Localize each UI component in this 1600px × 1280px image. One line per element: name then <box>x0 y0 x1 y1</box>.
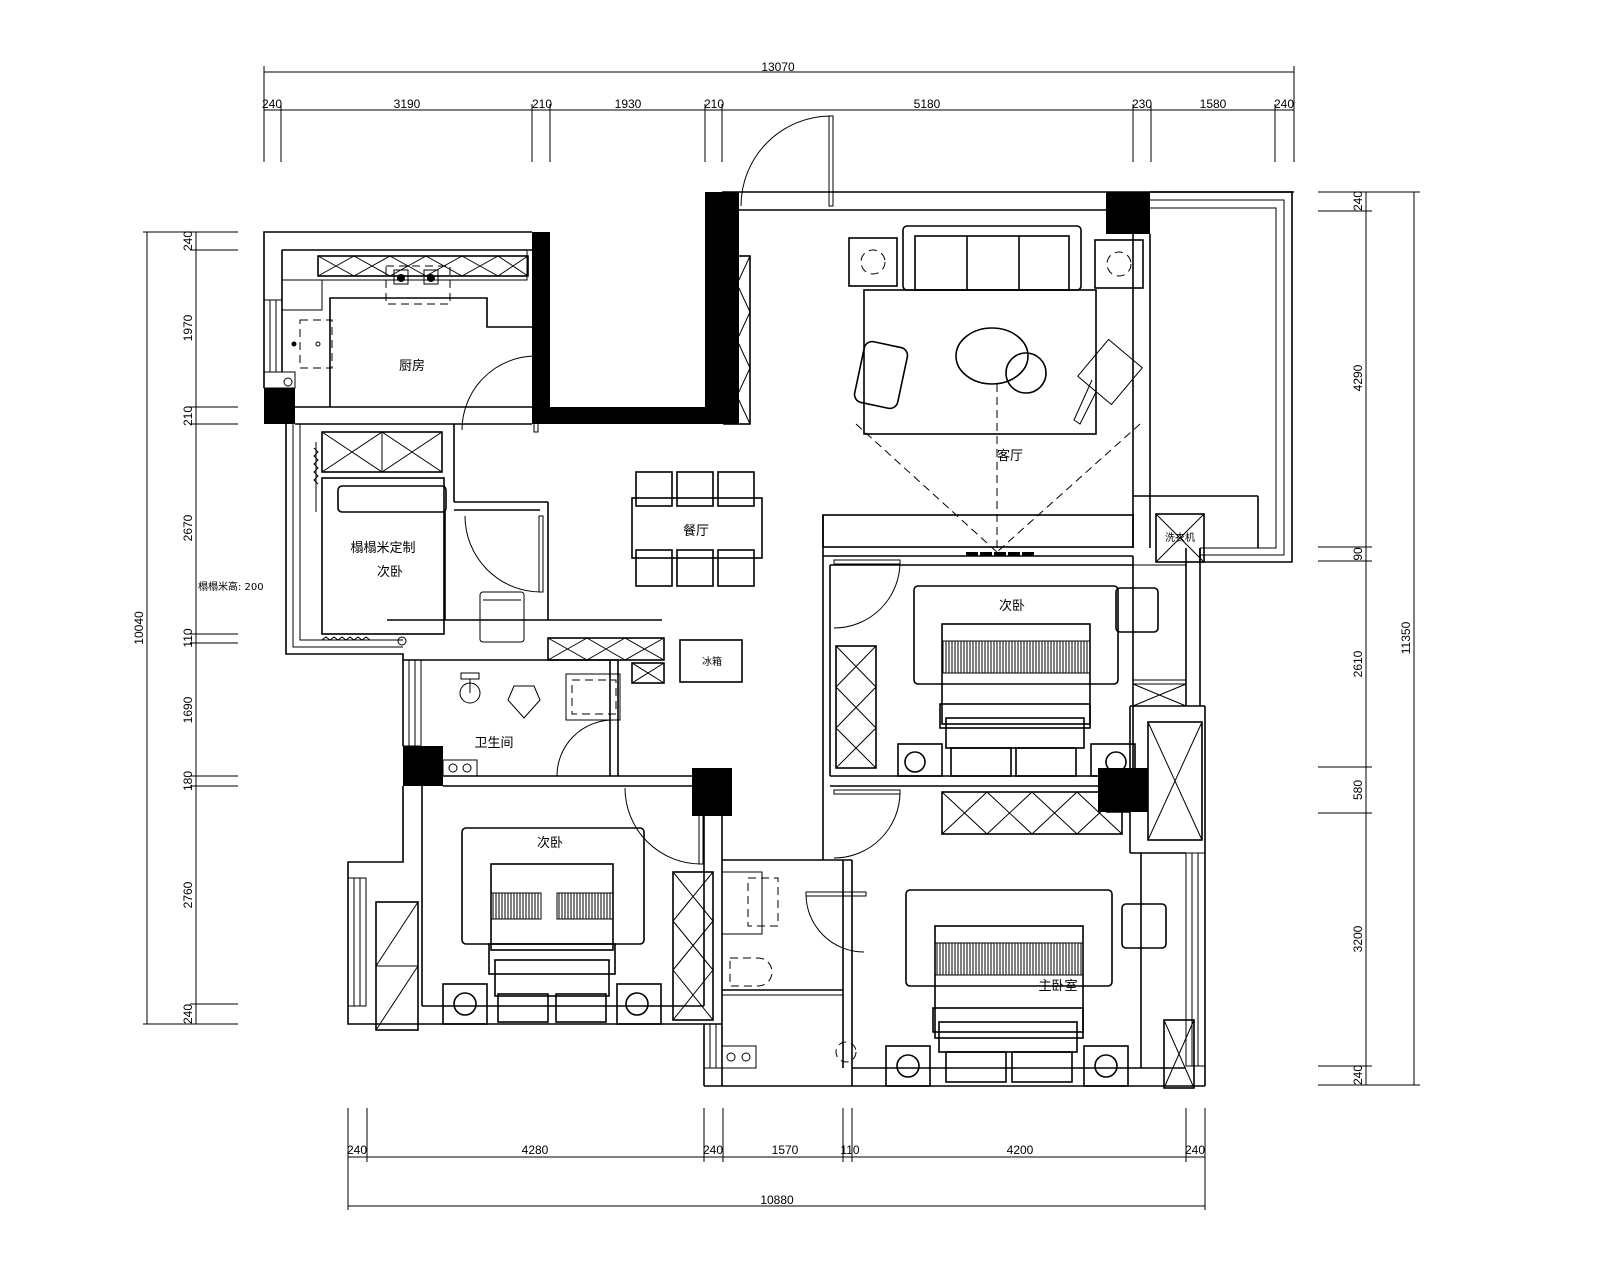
room-label-bedroom-ne: 次卧 <box>999 598 1025 614</box>
bathroom-fixtures <box>459 672 857 1063</box>
dim-right-seg: 3200 <box>1351 925 1365 952</box>
walls-outline <box>263 191 1294 1087</box>
dim-bottom-seg: 4280 <box>522 1143 549 1157</box>
room-label-living: 客厅 <box>997 448 1023 464</box>
kitchen-fixtures <box>291 265 451 369</box>
dimension-right: 240 4290 90 2610 580 3200 240 11350 <box>1318 191 1420 1086</box>
dim-left-overall: 10040 <box>132 611 146 645</box>
fridge-area <box>679 639 743 683</box>
dining-table <box>631 471 763 587</box>
dim-top-seg: 230 <box>1132 97 1152 111</box>
dim-left-seg: 1690 <box>181 696 195 723</box>
dim-top-seg: 210 <box>532 97 552 111</box>
dim-left-seg: 2760 <box>181 881 195 908</box>
room-label-master: 主卧室 <box>1038 978 1077 994</box>
dim-left-seg: 180 <box>181 771 195 791</box>
doors <box>461 115 901 953</box>
dimension-bottom: 240 4280 240 1570 110 4200 240 10880 <box>347 1108 1206 1210</box>
note-tatami-height: 榻榻米高: 200 <box>198 580 264 593</box>
room-label-tatami: 榻榻米定制 <box>350 541 415 556</box>
dim-top-seg: 5180 <box>914 97 941 111</box>
dim-left-seg: 210 <box>181 406 195 426</box>
tv-unit <box>966 552 1034 556</box>
room-labels: 厨房 榻榻米定制 次卧 餐厅 客厅 卫生间 次卧 次卧 主卧室 洗衣机 冰箱 榻… <box>198 358 1195 994</box>
dim-top-seg: 3190 <box>394 97 421 111</box>
dim-bottom-overall: 10880 <box>760 1193 794 1207</box>
dim-bottom-seg: 4200 <box>1007 1143 1034 1157</box>
dim-top-seg: 1580 <box>1200 97 1227 111</box>
dim-right-seg: 240 <box>1351 1065 1365 1085</box>
room-label-kitchen: 厨房 <box>399 358 425 374</box>
bedroom-ne-furniture <box>897 585 1159 777</box>
dim-top-overall: 13070 <box>761 60 795 74</box>
label-fridge: 冰箱 <box>702 655 722 668</box>
dim-left-seg: 110 <box>181 628 195 647</box>
dim-left-seg: 1970 <box>181 314 195 341</box>
dim-right-seg: 4290 <box>1351 364 1365 391</box>
dim-right-overall: 11350 <box>1399 621 1413 654</box>
master-bedroom-furniture <box>885 889 1167 1087</box>
room-label-tatami-bedroom: 次卧 <box>377 564 403 580</box>
dim-right-seg: 90 <box>1351 547 1365 561</box>
room-label-dining: 餐厅 <box>683 523 709 539</box>
dim-right-seg: 580 <box>1351 780 1365 800</box>
dim-bottom-seg: 240 <box>1185 1143 1205 1157</box>
dim-left-seg: 240 <box>181 1004 195 1024</box>
dim-top-seg: 210 <box>704 97 724 111</box>
dim-bottom-seg: 110 <box>840 1143 859 1157</box>
tatami-bed <box>313 442 525 646</box>
dim-right-seg: 2610 <box>1351 650 1365 677</box>
dimension-left: 240 1970 210 2670 110 1690 180 2760 240 … <box>132 231 238 1025</box>
dim-top-seg: 240 <box>262 97 282 111</box>
label-laundry: 洗衣机 <box>1165 531 1195 544</box>
dim-top-seg: 1930 <box>615 97 642 111</box>
dim-left-seg: 240 <box>181 231 195 251</box>
dimension-top: 13070 240 3190 210 1930 210 5180 230 158… <box>262 60 1295 162</box>
room-label-bedroom-sw: 次卧 <box>537 835 563 851</box>
bedroom-sw-furniture <box>442 827 662 1025</box>
dim-left-seg: 2670 <box>181 514 195 541</box>
dim-bottom-seg: 240 <box>347 1143 367 1157</box>
dim-top-seg: 240 <box>1274 97 1294 111</box>
room-label-bathroom: 卫生间 <box>474 736 513 751</box>
living-room-furniture <box>848 225 1144 553</box>
structural-walls <box>264 192 1150 816</box>
dim-bottom-seg: 1570 <box>772 1143 799 1157</box>
dim-bottom-seg: 240 <box>703 1143 723 1157</box>
bed-ne-hatch <box>941 640 1091 674</box>
dim-right-seg: 240 <box>1351 191 1365 211</box>
